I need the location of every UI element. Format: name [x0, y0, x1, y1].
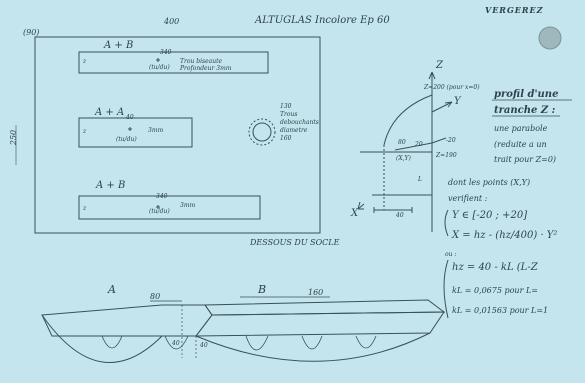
slot-top-outline	[78, 51, 269, 74]
section-a-curve	[41, 314, 163, 363]
notes-line-1: une parabole	[494, 124, 548, 133]
notes-line-4: dont les points (X,Y)	[448, 178, 531, 187]
slot-mid-note: 3mm	[148, 127, 164, 134]
axis-top-coord: Z=200 (pour x=0)	[424, 84, 480, 91]
axis-x-label: X	[351, 208, 359, 219]
slot-bottom-title: A + B	[96, 180, 126, 191]
axis-point-label: (X,Y)	[396, 155, 411, 162]
axis-z-label: Z	[436, 60, 443, 71]
notes-line-3: trait pour Z=0)	[494, 155, 557, 164]
slot-mid-title: A + A	[95, 107, 125, 118]
notes-line-2: (reduite a un	[494, 140, 547, 149]
slot-bottom-mark: z	[83, 205, 87, 212]
notes-heading-2: tranche Z :	[494, 105, 556, 116]
slot-bottom-note: 3mm	[180, 202, 196, 209]
section-b-label: B	[258, 283, 267, 296]
section-b-dim: 160	[308, 288, 324, 297]
notes-eq-1: Y ∈ [-20 ; +20]	[452, 210, 528, 221]
notes-eq-5: kL = 0,01563 pour L=1	[452, 306, 549, 315]
header-right: VERGEREZ	[485, 5, 544, 15]
notes-ou: ou :	[445, 251, 457, 258]
slot-top-note-2: Profondeur 3mm	[180, 65, 232, 72]
slot-bottom-dim: 340	[156, 193, 168, 200]
slot-top-mark: z	[83, 58, 87, 65]
slot-bottom-ref: (tu/du)	[149, 208, 170, 215]
slot-bottom-outline	[78, 195, 261, 220]
axis-left-val: 80	[398, 139, 406, 146]
hole-note-2: Trous	[280, 111, 298, 118]
slot-top-dim: 340	[160, 49, 172, 56]
plan-width-label: 400	[164, 17, 180, 26]
plan-outline	[34, 36, 321, 234]
slot-top-title: A + B	[104, 40, 134, 51]
section-a-label: A	[108, 283, 116, 296]
hole-note-1: 130	[280, 103, 292, 110]
axis-minus-val: -20	[446, 137, 456, 144]
axis-y-label: Y	[454, 96, 461, 107]
section-b-curve	[195, 332, 431, 362]
notes-eq-2: X = hz - (hz/400) · Y²	[452, 230, 558, 241]
section-b-depth: 40	[200, 342, 208, 349]
axis-mid-coord: Z=190	[436, 152, 457, 159]
notes-heading-1: profil d'une	[494, 89, 559, 100]
hole-note-4: diametre	[280, 127, 308, 134]
slot-mid-mark: z	[83, 128, 87, 135]
section-a-depth: 40	[172, 340, 180, 347]
y-axis	[431, 101, 453, 113]
x-axis	[360, 151, 432, 196]
slot-mid-ref: (tu/du)	[116, 136, 137, 143]
hole-circle-dashed	[248, 118, 276, 146]
axis-plus-val: 20	[415, 141, 423, 148]
section-a-dim: 80	[150, 292, 161, 301]
slot-top-ref: (tu/du)	[149, 64, 170, 71]
hole-circle	[252, 122, 272, 142]
section-a-outline	[41, 304, 213, 337]
axis-side-mark: L	[418, 176, 422, 183]
notes-eq-4: kL = 0,0675 pour L=	[452, 286, 538, 295]
notes-line-5: verifient :	[448, 194, 488, 203]
hole-note-3: debouchants	[280, 119, 319, 126]
plan-corner-label: (90)	[23, 28, 40, 37]
profile-curve	[383, 94, 433, 146]
hole-note-5: 160	[280, 135, 292, 142]
plan-bottom-label: DESSOUS DU SOCLE	[250, 238, 340, 247]
slot-mid-dim: 40	[126, 114, 134, 121]
axis-bottom-val: 40	[396, 212, 404, 219]
plan-height-label: 250	[9, 129, 19, 146]
header-title: ALTUGLAS Incolore Ep 60	[255, 15, 390, 26]
notes-eq-3: hz = 40 - kL (L-Z	[452, 262, 538, 273]
slot-mid-outline	[78, 117, 193, 148]
slot-top-note-1: Trou biseaute	[180, 58, 223, 65]
